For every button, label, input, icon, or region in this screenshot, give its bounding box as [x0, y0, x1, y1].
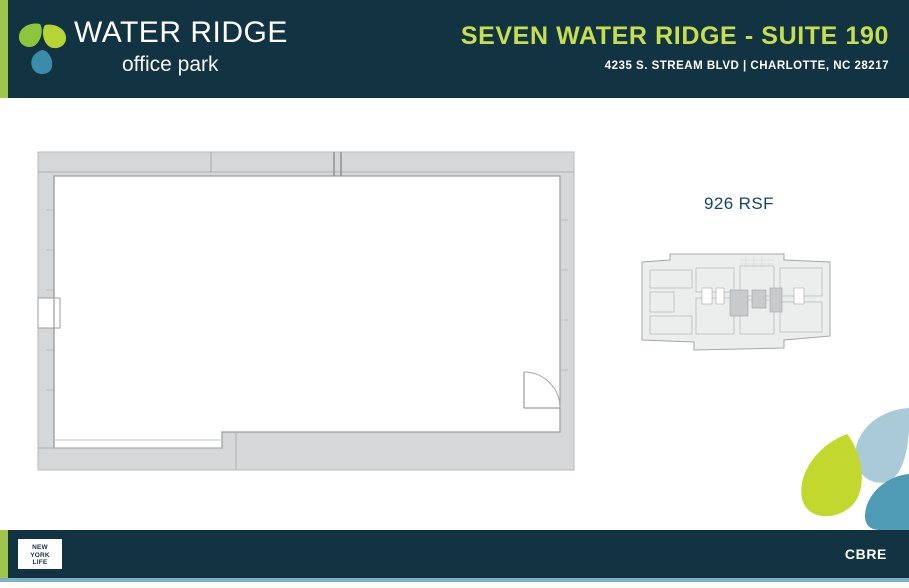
- page-footer: NEW YORK LIFE CBRE: [0, 530, 909, 578]
- page-title: SEVEN WATER RIDGE - SUITE 190: [460, 22, 889, 50]
- header-accent-bar: [0, 0, 8, 98]
- nyl-line-2: YORK: [30, 551, 50, 559]
- rsf-area-label: 926 RSF: [704, 194, 774, 213]
- header-title-block: SEVEN WATER RIDGE - SUITE 190 4235 S. ST…: [461, 22, 889, 72]
- main-content: 926 RSF: [0, 98, 909, 530]
- decorative-leaves-graphic: [759, 370, 909, 530]
- nyl-line-3: LIFE: [32, 559, 48, 566]
- brand-name-secondary: office park: [122, 53, 219, 76]
- brand-logo: WATER RIDGE office park: [14, 10, 304, 88]
- suite-190-floor-plan: [36, 150, 576, 472]
- page-header: WATER RIDGE office park SEVEN WATER RIDG…: [0, 0, 909, 98]
- new-york-life-logo: NEW YORK LIFE: [18, 539, 62, 569]
- property-address: 4235 S. STREAM BLVD | CHARLOTTE, NC 2821…: [604, 60, 889, 72]
- bottom-strip-line: [0, 578, 909, 582]
- footer-accent-bar: [0, 530, 8, 578]
- brand-name-primary: WATER RIDGE: [74, 16, 288, 49]
- bottom-strip: [0, 578, 909, 588]
- three-leaf-clover-icon: [14, 18, 72, 80]
- brand-text: WATER RIDGE office park: [74, 16, 304, 78]
- building-key-plan: [634, 250, 846, 360]
- cbre-logo: CBRE: [844, 546, 887, 562]
- nyl-line-1: NEW: [32, 544, 48, 551]
